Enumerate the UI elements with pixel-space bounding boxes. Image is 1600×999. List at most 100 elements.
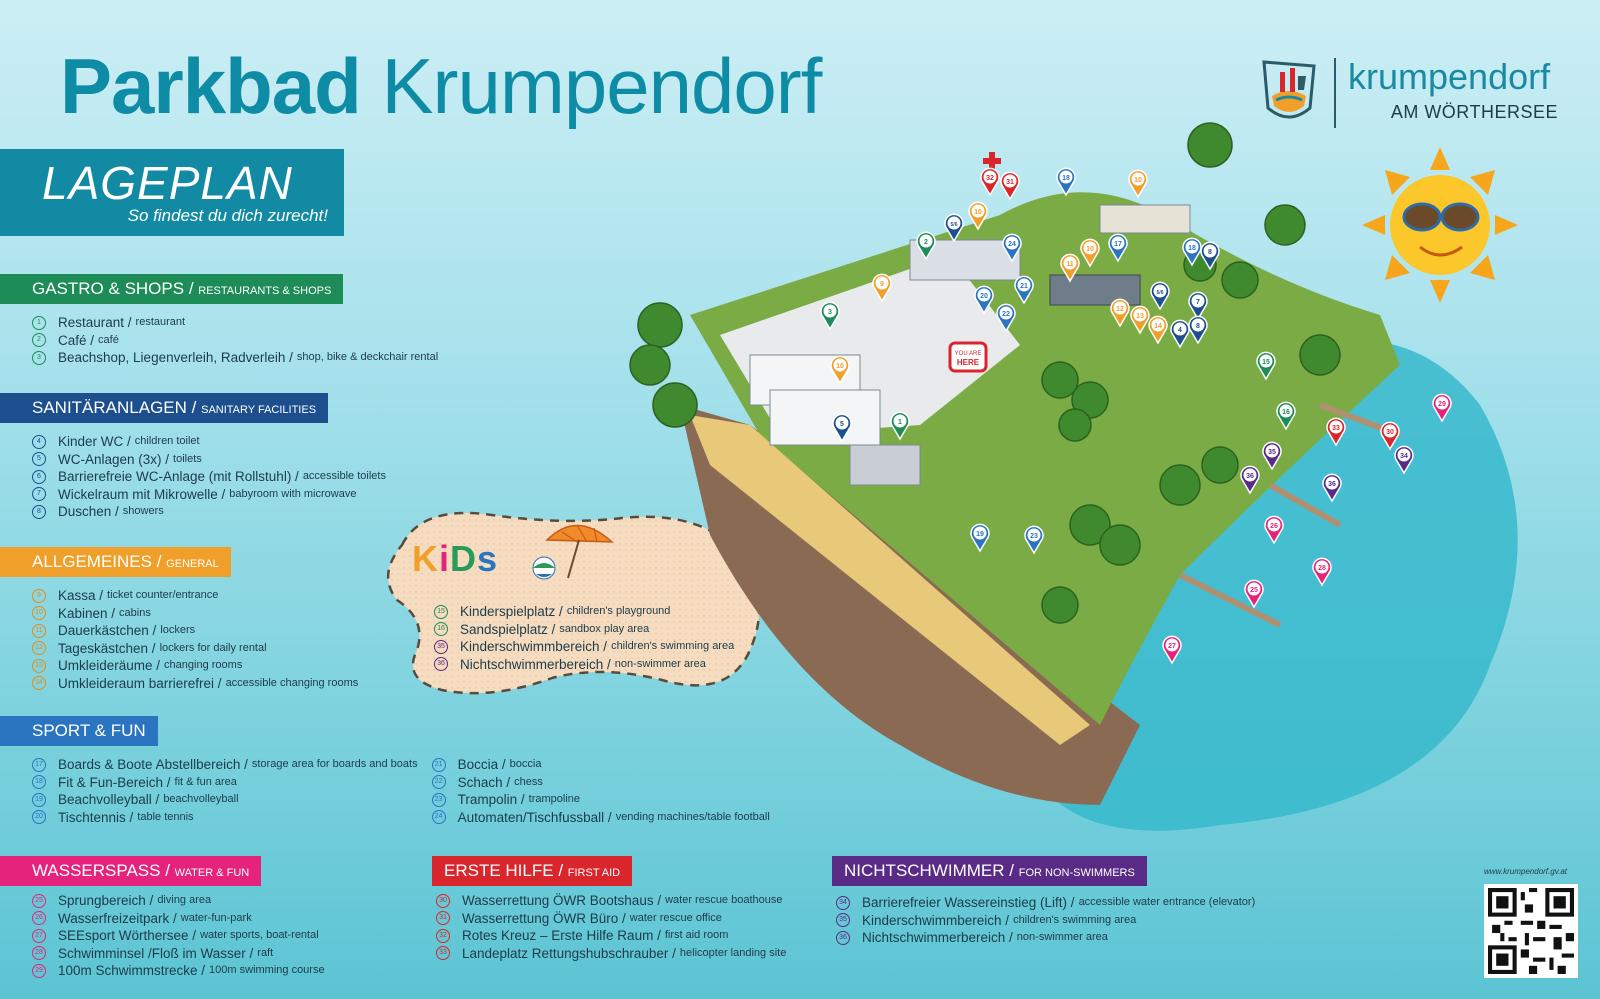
legend-label: Duschen / [58, 504, 119, 519]
map-pin-10[interactable]: 10 [1128, 169, 1148, 199]
pin-center [1003, 174, 1017, 188]
map-pin-36[interactable]: 36 [1240, 465, 1260, 495]
map-pin-23[interactable]: 23 [1024, 525, 1044, 555]
beach-ball-icon [532, 556, 556, 580]
legend-label-en: sandbox play area [559, 622, 650, 635]
map-pin-17[interactable]: 17 [1108, 233, 1128, 263]
pin-center [983, 170, 997, 184]
legend-label-en: beachvolleyball [163, 793, 239, 805]
website-url[interactable]: www.krumpendorf.gv.at [1484, 867, 1567, 876]
logo-name: krumpendorf [1348, 56, 1551, 97]
map-pin-10[interactable]: 10 [830, 355, 850, 385]
pin-label: 29 [1438, 401, 1446, 408]
pin-center [823, 304, 837, 318]
map-pin-35[interactable]: 35 [1262, 441, 1282, 471]
map-pin-18[interactable]: 18 [1182, 237, 1202, 267]
map-pin-11[interactable]: 11 [1060, 253, 1080, 283]
legend-label: Trampolin / [457, 792, 525, 807]
legend-number: 20 [32, 810, 46, 825]
map-pin-5[interactable]: 5 [832, 413, 852, 443]
pin-label: 24 [1008, 241, 1016, 248]
map-pin-8[interactable]: 8 [1188, 315, 1208, 345]
legend-label: Kabinen / [58, 605, 116, 621]
legend-label-en: storage area for boards and boats [251, 758, 418, 770]
legend-number: 16 [434, 622, 448, 637]
legend-number: 21 [431, 757, 446, 772]
map-pin-31[interactable]: 31 [1000, 171, 1020, 201]
map-pin-13[interactable]: 13 [1130, 305, 1150, 335]
legend-label-en: helicopter landing site [679, 946, 787, 959]
map-pin-34[interactable]: 34 [1394, 445, 1414, 475]
legend-number: 6 [32, 469, 46, 484]
map-pin-15[interactable]: 15 [1256, 351, 1276, 381]
map-pin-29[interactable]: 29 [1432, 393, 1452, 423]
legend-label: WC-Anlagen (3x) / [58, 451, 170, 467]
park-map[interactable]: YOU ARE HERE 123455/65/67889101010101112… [620, 105, 1560, 865]
map-pin-10[interactable]: 10 [1080, 238, 1100, 268]
map-pin-30[interactable]: 30 [1380, 421, 1400, 451]
map-pin-28[interactable]: 28 [1312, 557, 1332, 587]
map-pin-2[interactable]: 2 [916, 231, 936, 261]
map-pin-4[interactable]: 4 [1170, 319, 1190, 349]
map-pin-36[interactable]: 36 [1322, 473, 1342, 503]
section-erste-header: ERSTE HILFE / FIRST AID [432, 856, 633, 886]
krumpendorf-emblem-icon [1262, 60, 1316, 119]
map-pin-14[interactable]: 14 [1148, 315, 1168, 345]
pin-label: 19 [976, 531, 984, 538]
map-pin-26[interactable]: 26 [1264, 515, 1284, 545]
sand-path [690, 415, 1090, 745]
legend-label: Rotes Kreuz – Erste Hilfe Raum / [462, 928, 661, 943]
legend-label-en: water rescue office [629, 911, 722, 924]
map-pin-10[interactable]: 10 [968, 201, 988, 231]
legend-number: 28 [32, 946, 46, 961]
map-pin-20[interactable]: 20 [974, 285, 994, 315]
legend-label: Restaurant / [58, 315, 132, 330]
map-pin-24[interactable]: 24 [1002, 233, 1022, 263]
qr-code[interactable] [1484, 884, 1578, 978]
pin-label: 28 [1318, 565, 1326, 572]
legend-label: Kinderschwimmbereich / [460, 639, 608, 654]
map-pin-7[interactable]: 7 [1188, 291, 1208, 321]
map-pin-5-6[interactable]: 5/6 [1150, 281, 1170, 311]
map-pin-21[interactable]: 21 [1014, 275, 1034, 305]
map-pin-9[interactable]: 9 [872, 273, 892, 303]
map-pin-27[interactable]: 27 [1162, 635, 1182, 665]
map-pin-25[interactable]: 25 [1244, 579, 1264, 609]
map-pin-22[interactable]: 22 [996, 303, 1016, 333]
pin-center [919, 234, 933, 248]
map-pin-18[interactable]: 18 [1056, 167, 1076, 197]
krumpendorf-logo[interactable]: krumpendorf AM WÖRTHERSEE [1258, 56, 1558, 130]
map-pin-8[interactable]: 8 [1200, 241, 1220, 271]
map-pin-12[interactable]: 12 [1110, 298, 1130, 328]
legend-number: 17 [32, 757, 46, 772]
legend-number: 1 [32, 315, 46, 330]
pin-label: 31 [1006, 179, 1014, 186]
pin-center [1111, 236, 1125, 250]
map-pin-5-6[interactable]: 5/6 [944, 213, 964, 243]
map-pin-16[interactable]: 16 [1276, 401, 1296, 431]
legend-number: 11 [32, 623, 46, 638]
legend-number: 33 [436, 946, 450, 961]
map-pin-19[interactable]: 19 [970, 523, 990, 553]
map-pin-1[interactable]: 1 [890, 411, 910, 441]
map-pin-32[interactable]: 32 [980, 167, 1000, 197]
legend-label: Wasserrettung ÖWR Büro / [462, 910, 626, 926]
legend-label-en: accessible water entrance (elevator) [1078, 896, 1256, 908]
legend-number: 35 [836, 913, 850, 928]
map-pin-33[interactable]: 33 [1326, 417, 1346, 447]
map-pin-3[interactable]: 3 [820, 301, 840, 331]
you-are-here-marker[interactable]: YOU ARE HERE [948, 341, 988, 373]
legend-number: 34 [836, 895, 850, 910]
legend-number: 12 [32, 641, 46, 656]
legend-number: 13 [32, 658, 46, 673]
legend-label-en: water sports, boat-rental [200, 929, 319, 941]
